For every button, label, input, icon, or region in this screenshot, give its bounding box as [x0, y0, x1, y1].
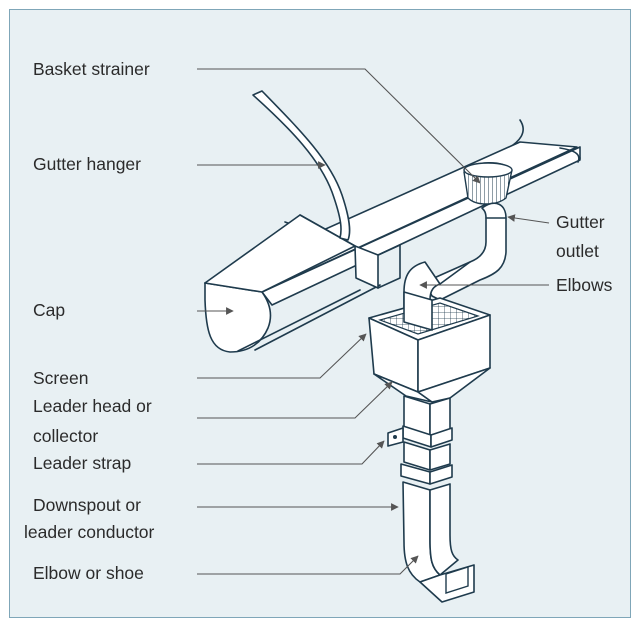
label-gutter-outlet-line2: outlet [556, 241, 599, 261]
leader-head [368, 291, 491, 403]
leader-line-leader-strap [197, 440, 385, 465]
diagram-frame [9, 9, 631, 618]
label-cap: Cap [33, 300, 66, 320]
leader-line-gutter-outlet [507, 214, 550, 224]
label-downspout-line1: Downspout or [33, 495, 141, 515]
label-elbow-shoe: Elbow or shoe [33, 563, 144, 583]
downspout [387, 395, 453, 485]
label-gutter-outlet-line1: Gutter [556, 212, 605, 232]
leader-line-screen [197, 333, 367, 379]
label-elbows: Elbows [556, 275, 613, 295]
label-screen: Screen [33, 368, 89, 388]
leader-line-elbow-shoe [197, 555, 419, 575]
label-leader-strap: Leader strap [33, 453, 132, 473]
label-leader-head-line1: Leader head or [33, 396, 152, 416]
label-gutter-hanger: Gutter hanger [33, 154, 141, 174]
label-downspout-line2: leader conductor [24, 522, 155, 542]
gutter-hanger-strap [252, 90, 351, 241]
leader-line-leader-head [197, 381, 393, 419]
elbow-shoe [402, 481, 475, 603]
label-basket-strainer: Basket strainer [33, 59, 150, 79]
basket-strainer [463, 162, 513, 205]
leader-lines [197, 68, 550, 575]
leader-line-basket-strainer [197, 68, 481, 184]
label-leader-head-line2: collector [33, 426, 99, 446]
